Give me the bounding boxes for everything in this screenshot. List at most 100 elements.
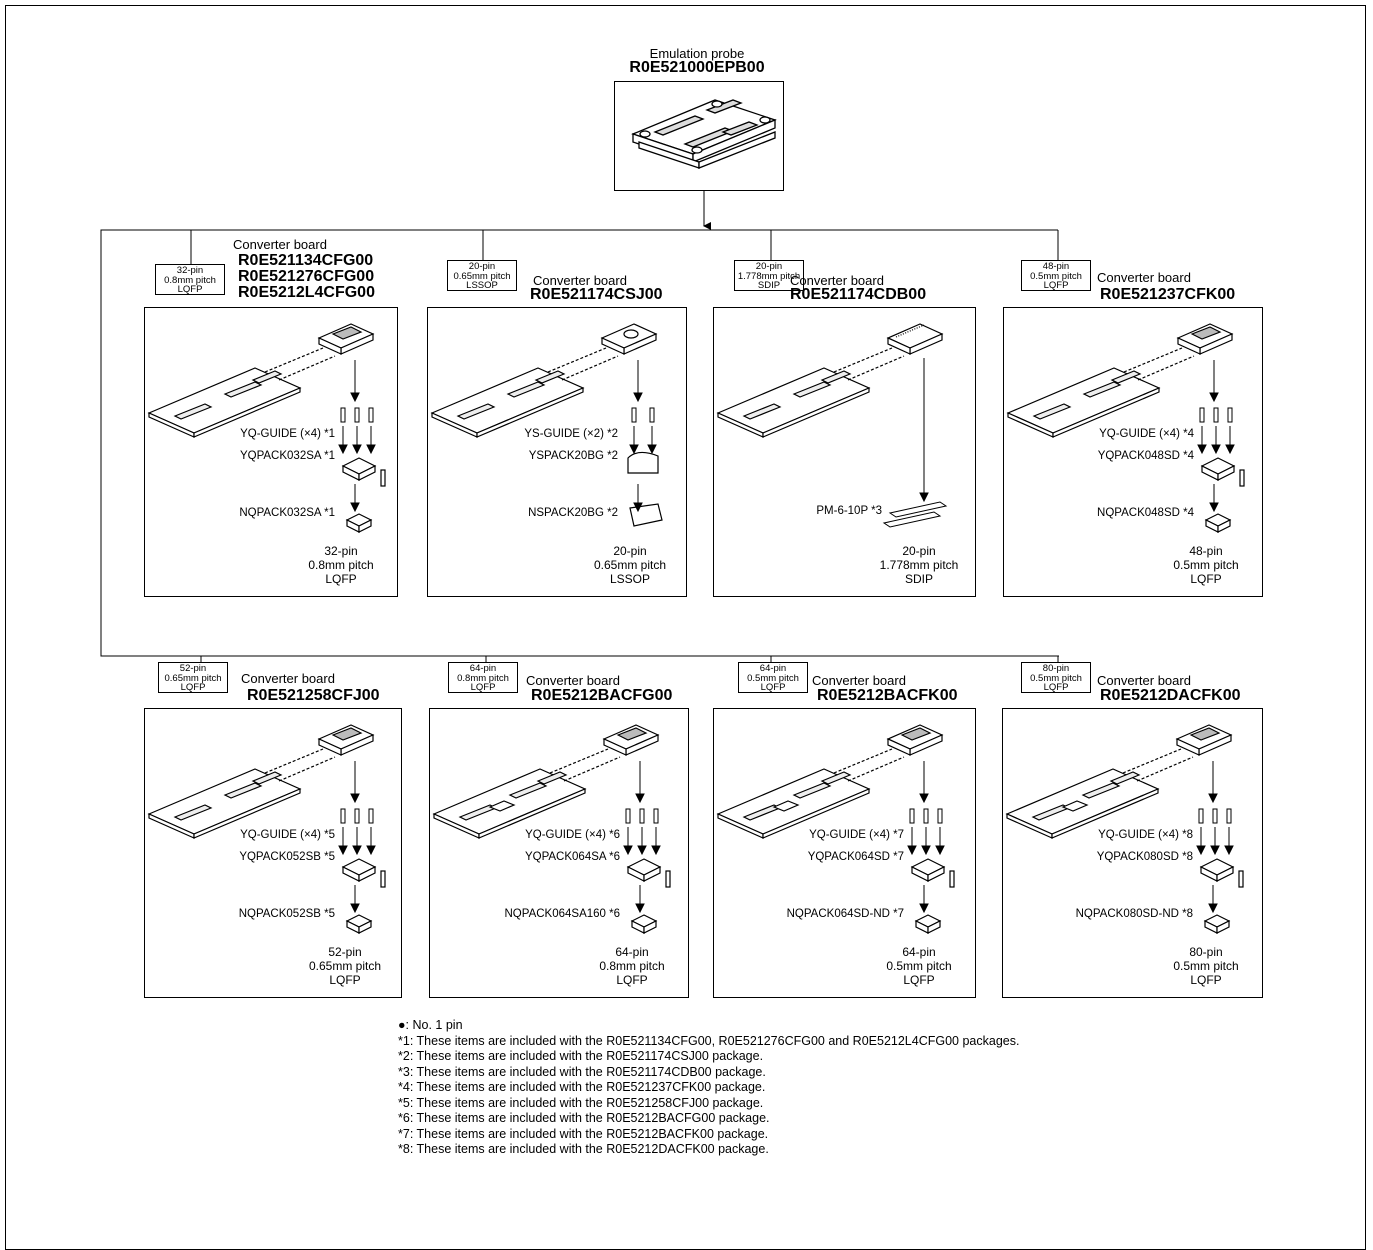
note-2: *2: These items are included with the R0… (398, 1049, 764, 1063)
emulation-probe-image (631, 99, 777, 169)
package-tag-line: LQFP (1043, 682, 1069, 693)
part-label: PM-6-10P *3 (816, 505, 882, 517)
target-package-line: 0.65mm pitch (593, 558, 667, 572)
target-package-line: 64-pin (615, 945, 649, 959)
target-package-line: 0.65mm pitch (308, 959, 382, 973)
target-package-line: 20-pin (613, 544, 647, 558)
board-drawing (716, 323, 948, 528)
converter-board-illustration: YQ-GUIDE (×4) *6 YQPACK064SA *6 NQPACK064S… (429, 708, 689, 998)
package-tag-line: 0.65mm pitch (453, 270, 511, 282)
part-label: YQ-GUIDE (×4) *7 (809, 829, 904, 841)
package-tag-line: 64-pin (759, 663, 787, 674)
package-tag-line: LQFP (470, 682, 496, 693)
board-drawing (147, 323, 386, 533)
package-tag-line: 32-pin (176, 265, 204, 276)
target-package-line: 0.8mm pitch (599, 959, 665, 973)
converter-board-part-number: R0E5212DACFK00 (1100, 687, 1241, 704)
note-1: *1: These items are included with the R0… (398, 1033, 1020, 1048)
target-package-line: 48-pin (1189, 544, 1223, 558)
target-package-line: 0.5mm pitch (1173, 959, 1239, 973)
converter-board-part-number: R0E521258CFJ00 (247, 687, 380, 704)
target-package-line: SDIP (904, 572, 933, 586)
probe-caption: Emulation probe (649, 46, 745, 61)
note-6: *6: These items are included with the R0… (398, 1111, 770, 1125)
part-label: YQPACK064SD *7 (807, 851, 904, 863)
converter-board-caption: Converter board (790, 273, 884, 288)
converter-board-caption: Converter board (1097, 673, 1191, 688)
footnotes: ●: No. 1 pin *1: These items are include… (398, 1018, 1019, 1158)
converter-board-part-number: R0E5212BACFK00 (817, 687, 958, 704)
package-tag-line: LQFP (177, 284, 203, 295)
target-package-line: 52-pin (328, 945, 362, 959)
target-package-line: LQFP (903, 973, 935, 987)
board-drawing (1005, 724, 1244, 934)
board-drawing (432, 724, 671, 934)
target-package-line: 0.8mm pitch (308, 558, 374, 572)
part-label: NQPACK064SD-ND *7 (786, 908, 904, 920)
package-tag-line: 20-pin (755, 261, 783, 272)
package-tag-line: 0.8mm pitch (164, 274, 216, 286)
part-label: YQPACK048SD *4 (1097, 450, 1194, 462)
note-4: *4: These items are included with the R0… (398, 1080, 766, 1094)
package-tag-line: 80-pin (1042, 663, 1070, 674)
target-package-line: 20-pin (902, 544, 936, 558)
target-package-line: 0.5mm pitch (886, 959, 952, 973)
converter-board-part-number: R0E521276CFG00 (238, 268, 375, 285)
package-tag-line: 1.778mm pitch (737, 270, 801, 282)
target-package-line: 64-pin (902, 945, 936, 959)
target-package-line: LQFP (325, 572, 357, 586)
target-package-line: LQFP (1190, 973, 1222, 987)
package-tag-line: 0.65mm pitch (164, 672, 222, 684)
part-label: YQPACK064SA *6 (524, 851, 620, 863)
converter-board-caption: Converter board (526, 673, 620, 688)
part-label: YQ-GUIDE (×4) *4 (1099, 428, 1194, 440)
target-package-line: LSSOP (609, 572, 651, 586)
package-tag-line: 0.5mm pitch (1030, 270, 1082, 282)
part-label: NQPACK048SD *4 (1097, 507, 1194, 519)
note-3: *3: These items are included with the R0… (398, 1064, 766, 1079)
part-label: YQ-GUIDE (×4) *8 (1098, 829, 1193, 841)
package-tag-line: 48-pin (1042, 261, 1070, 272)
board-drawing (147, 724, 386, 934)
converter-board-part-number: R0E521237CFK00 (1100, 286, 1236, 303)
converter-board-illustration: YS-GUIDE (×2) *2 YSPACK20BG *2 NSPACK20BG … (427, 307, 687, 597)
board-drawing (716, 724, 955, 934)
package-tag-line: LQFP (1043, 280, 1069, 291)
converter-board-part-number: R0E5212BACFG00 (531, 687, 673, 704)
part-label: YQ-GUIDE (×4) *1 (240, 428, 335, 440)
package-tag-line: LQFP (760, 682, 786, 693)
note-pin1: ●: No. 1 pin (398, 1018, 463, 1032)
part-label: YQ-GUIDE (×4) *5 (240, 829, 335, 841)
probe-part-number: R0E521000EPB00 (629, 59, 765, 76)
converter-board-caption: Converter board (533, 273, 627, 288)
part-label: NSPACK20BG *2 (528, 507, 618, 519)
note-8: *8: These items are included with the R0… (398, 1142, 769, 1156)
part-label: YQ-GUIDE (×4) *6 (525, 829, 620, 841)
converter-board-caption: Converter board (812, 673, 906, 688)
part-label: YSPACK20BG *2 (528, 450, 618, 462)
converter-board-part-number: R0E521134CFG00 (238, 252, 374, 269)
target-package-line: 32-pin (324, 544, 358, 558)
board-drawing (430, 323, 663, 527)
converter-board-illustration: YQ-GUIDE (×4) *4 YQPACK048SD *4 NQPACK048S… (1003, 307, 1263, 597)
part-label: YS-GUIDE (×2) *2 (524, 428, 618, 440)
part-label: NQPACK064SA160 *6 (504, 908, 621, 920)
package-tag-line: LQFP (180, 682, 206, 693)
converter-board-part-number: R0E521174CDB00 (790, 286, 927, 303)
part-label: YQPACK052SB *5 (239, 851, 335, 863)
